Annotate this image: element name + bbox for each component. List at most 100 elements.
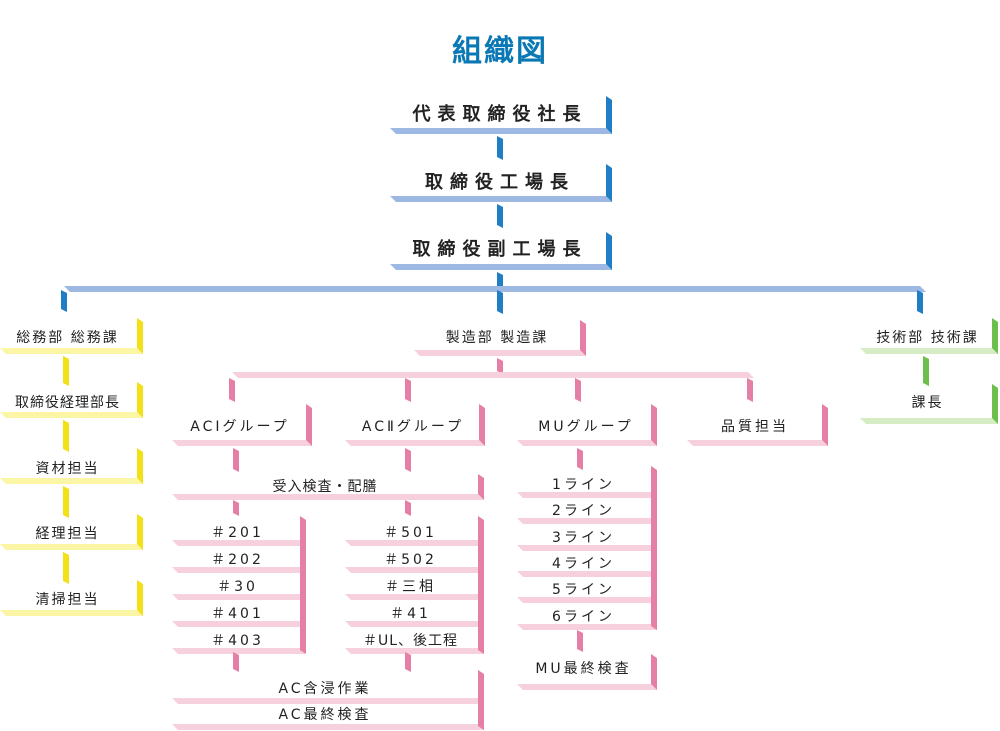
- mu-stack-edge: [651, 466, 657, 630]
- plate-ga-dept-base: [0, 348, 143, 354]
- plate-mfg-dept-edge: [580, 320, 586, 356]
- plate-plant-manager-edge: [606, 164, 612, 202]
- mu-line-bar-6: [517, 624, 657, 630]
- ac-stack-edge: [478, 670, 484, 730]
- aci-line-bar-4: [172, 621, 306, 627]
- box-cleaning: 清掃担当: [35, 592, 100, 608]
- tab-ga-dept: [63, 356, 69, 386]
- tab-plant-manager: [497, 204, 503, 228]
- plate-mu-edge: [651, 404, 657, 446]
- aci-line-bar-3: [172, 594, 306, 600]
- line-aci-1: ＃201: [211, 525, 264, 541]
- aci-line-bar-2: [172, 567, 306, 573]
- box-manufacturing-dept: 製造部 製造課: [445, 330, 549, 346]
- line-mu-1: 1ライン: [552, 477, 615, 493]
- acii-line-bar-1: [345, 540, 484, 546]
- plate-deputy-base: [390, 264, 612, 270]
- plate-quality-edge: [822, 404, 828, 446]
- line-acii-3: ＃三相: [385, 579, 436, 595]
- tab-aci-lines: [233, 652, 239, 672]
- plate-ga-materials-base: [0, 478, 143, 484]
- line-aci-5: ＃403: [211, 633, 264, 649]
- line-acii-4: ＃41: [390, 606, 431, 622]
- page-title: 組織図: [452, 34, 548, 69]
- mu-line-bar-2: [517, 518, 657, 524]
- plate-eng-dept-edge: [992, 318, 998, 354]
- acii-stack-edge: [478, 516, 484, 654]
- main-branch-bar: [64, 286, 926, 292]
- tab-mfg-dept: [497, 358, 503, 374]
- plate-section-chief-base: [860, 418, 998, 424]
- plate-ga-manager-base: [0, 412, 143, 418]
- drop-engineering: [917, 290, 923, 314]
- tab-deputy: [497, 272, 503, 290]
- tab-mu: [577, 448, 583, 470]
- tab-ga-materials: [63, 486, 69, 518]
- tab-acii-lines: [405, 652, 411, 672]
- ac-bar-2: [172, 724, 484, 730]
- ac-bar-1: [172, 698, 484, 704]
- box-engineering-dept: 技術部 技術課: [876, 330, 979, 346]
- box-group-acii: ACⅡグループ: [361, 419, 465, 435]
- line-aci-4: ＃401: [211, 606, 264, 622]
- mu-line-bar-1: [517, 492, 657, 498]
- plate-acii-base: [345, 440, 485, 446]
- drop-manufacturing: [497, 290, 503, 314]
- drop-acii: [405, 378, 411, 402]
- line-acii-2: ＃502: [384, 552, 437, 568]
- line-mu-4: 4ライン: [552, 556, 615, 572]
- aci-line-bar-1: [172, 540, 306, 546]
- plate-mfg-dept-base: [414, 350, 586, 356]
- mu-line-bar-4: [517, 571, 657, 577]
- acii-line-bar-4: [345, 621, 484, 627]
- box-president: 代表取締役社長: [412, 104, 588, 125]
- box-general-affairs-dept: 総務部 総務課: [16, 330, 119, 346]
- box-plant-manager: 取締役工場長: [425, 172, 575, 193]
- plate-eng-dept-base: [860, 348, 998, 354]
- drop-mu: [575, 378, 581, 402]
- drop-aci: [229, 378, 235, 402]
- box-receiving-inspection: 受入検査・配膳: [272, 479, 378, 495]
- tab-receiving-acii: [405, 500, 411, 516]
- line-aci-2: ＃202: [211, 552, 264, 568]
- box-ac-impregnation: AC含浸作業: [278, 681, 372, 697]
- line-mu-5: 5ライン: [552, 582, 615, 598]
- box-ac-final-inspection: AC最終検査: [278, 707, 372, 723]
- tab-ga-manager: [63, 420, 69, 452]
- plate-president-edge: [606, 96, 612, 134]
- plate-ga-accounting-base: [0, 544, 143, 550]
- line-aci-3: ＃30: [217, 579, 258, 595]
- line-acii-1: ＃501: [384, 525, 437, 541]
- box-quality: 品質担当: [721, 419, 789, 435]
- mu-line-bar-3: [517, 545, 657, 551]
- line-mu-3: 3ライン: [552, 530, 615, 546]
- plate-mu-final-edge: [651, 654, 657, 690]
- line-mu-2: 2ライン: [552, 503, 615, 519]
- box-accounting: 経理担当: [35, 526, 100, 542]
- plate-aci-base: [172, 440, 312, 446]
- plate-ga-cleaning-edge: [137, 580, 143, 616]
- aci-line-bar-5: [172, 648, 306, 654]
- box-section-chief: 課長: [911, 395, 944, 411]
- plate-acii-edge: [479, 404, 485, 446]
- plate-aci-edge: [306, 404, 312, 446]
- tab-mu-lines: [577, 630, 583, 652]
- box-deputy-plant-manager: 取締役副工場長: [412, 239, 588, 260]
- mfg-branch-bar: [232, 372, 754, 378]
- plate-deputy-edge: [606, 232, 612, 270]
- plate-ga-accounting-edge: [137, 514, 143, 550]
- plate-receiving-base: [172, 494, 484, 500]
- plate-plant-manager-base: [390, 196, 612, 202]
- plate-mu-final-base: [517, 684, 657, 690]
- plate-receiving-edge: [478, 474, 484, 500]
- box-group-aci: ACIグループ: [190, 419, 290, 435]
- box-mu-final-inspection: MU最終検査: [535, 661, 632, 677]
- box-accounting-manager: 取締役経理部長: [15, 395, 120, 411]
- tab-eng-dept: [923, 356, 929, 386]
- aci-stack-edge: [300, 516, 306, 654]
- plate-mu-base: [517, 440, 657, 446]
- mu-line-bar-5: [517, 597, 657, 603]
- line-mu-6: 6ライン: [552, 609, 615, 625]
- tab-aci: [233, 448, 239, 472]
